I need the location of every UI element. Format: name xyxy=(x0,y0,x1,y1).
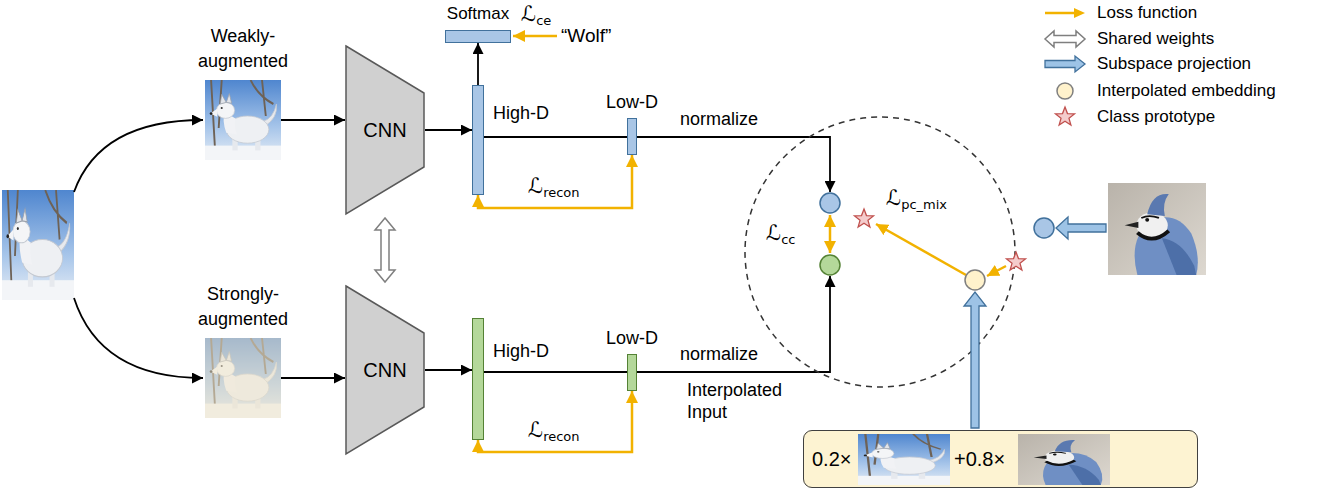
node-text: 0.2× xyxy=(812,448,851,470)
node-text: CNN xyxy=(363,119,406,141)
cnn-outline xyxy=(346,286,424,454)
subscript: recon xyxy=(543,185,579,200)
node-text: High-D xyxy=(493,102,549,124)
augment-arrow xyxy=(74,120,203,192)
legend-text: Interpolated embedding xyxy=(1097,80,1276,102)
class-prototype xyxy=(1006,252,1025,270)
legend-swatch xyxy=(1055,107,1074,125)
flow-connector xyxy=(484,136,627,138)
strong-embedding xyxy=(820,255,840,275)
annotation-label: normalize xyxy=(680,108,758,130)
subscript: recon xyxy=(543,429,579,444)
weak-embedding xyxy=(820,193,840,213)
node-text: High-D xyxy=(493,340,549,362)
cnn-outline xyxy=(346,46,424,214)
shared-weights-arrow xyxy=(375,218,395,282)
class-prototype xyxy=(854,209,873,227)
legend-swatch xyxy=(1057,83,1073,99)
normalize-line xyxy=(637,276,830,372)
legend-sample xyxy=(1042,107,1088,127)
legend-double-arrow xyxy=(1045,31,1085,47)
legend-projection-arrow xyxy=(1045,56,1085,72)
interpolated-input-box: Interpolated Input0.2×+0.8× xyxy=(803,430,1198,488)
node-text: Strongly- augmented xyxy=(187,282,299,332)
interpolated-embedding xyxy=(965,270,985,290)
legend-arrowhead xyxy=(1074,8,1085,18)
mini-jay xyxy=(1018,434,1110,485)
cnn-trapezoid: CNN xyxy=(345,45,425,215)
flow-connector xyxy=(484,371,627,373)
loss-connector xyxy=(478,391,632,452)
softmax-bar: Softmax xyxy=(445,30,511,43)
projection-arrow xyxy=(964,292,986,428)
legend-text: Class prototype xyxy=(1097,106,1215,128)
mini-wolf xyxy=(858,434,950,485)
strong-image xyxy=(205,338,281,418)
feature-vector: High-D xyxy=(472,85,484,195)
weak-image xyxy=(205,80,281,160)
loss-arrow xyxy=(513,35,557,38)
strong-jitter xyxy=(205,338,281,418)
node-text: Low-D xyxy=(606,327,658,349)
loss-connector xyxy=(478,155,632,208)
cnn-trapezoid: CNN xyxy=(345,285,425,455)
node-text: Weakly- augmented xyxy=(187,24,299,74)
legend-sample xyxy=(1042,54,1088,74)
jay-embedding xyxy=(1034,218,1054,238)
flow-connector xyxy=(281,119,345,121)
loss-label: ℒrecon xyxy=(528,418,580,442)
loss-arrow xyxy=(987,266,1006,276)
annotation-label: ℒcc xyxy=(766,221,795,245)
legend-text: Loss function xyxy=(1097,2,1197,24)
jay-image xyxy=(1108,183,1206,275)
legend-sample xyxy=(1042,29,1088,49)
feature-vector: High-D xyxy=(472,318,484,440)
image-frame: Weakly- augmented xyxy=(205,80,281,160)
image-frame: Strongly- augmented xyxy=(205,338,281,418)
source-image xyxy=(2,190,74,300)
subscript: cc xyxy=(781,232,795,247)
legend-text: Subspace projection xyxy=(1097,53,1251,75)
legend-line xyxy=(1045,12,1076,15)
subscript: ce xyxy=(536,13,551,28)
feature-vector: Low-D xyxy=(627,354,637,391)
flow-connector xyxy=(425,369,472,371)
subscript: pc_mix xyxy=(901,197,947,212)
annotation-label: ℒce xyxy=(521,2,551,26)
feature-vector: Low-D xyxy=(627,118,637,155)
flow-connector xyxy=(425,129,472,131)
flow-connector xyxy=(477,43,479,85)
loss-arrow xyxy=(876,224,966,275)
loss-label: ℒrecon xyxy=(528,174,580,198)
interp-fill xyxy=(803,430,1198,488)
legend-text: Shared weights xyxy=(1097,28,1214,50)
annotation-label: “Wolf” xyxy=(561,25,611,47)
annotation-label: ℒpc_mix xyxy=(886,186,947,210)
flow-connector xyxy=(281,377,345,379)
normalize-line xyxy=(637,137,830,192)
projection-arrow xyxy=(1056,217,1106,239)
node-text: +0.8× xyxy=(954,448,1005,470)
node-text: Low-D xyxy=(606,91,658,113)
node-text: Softmax xyxy=(447,3,509,25)
legend-sample xyxy=(1042,81,1088,101)
loss-arrow xyxy=(829,215,832,253)
node-text: Interpolated Input xyxy=(687,379,799,423)
augment-arrow xyxy=(74,298,203,378)
legend-sample xyxy=(1042,3,1088,23)
node-text: CNN xyxy=(363,359,406,381)
annotation-label: normalize xyxy=(680,343,758,365)
